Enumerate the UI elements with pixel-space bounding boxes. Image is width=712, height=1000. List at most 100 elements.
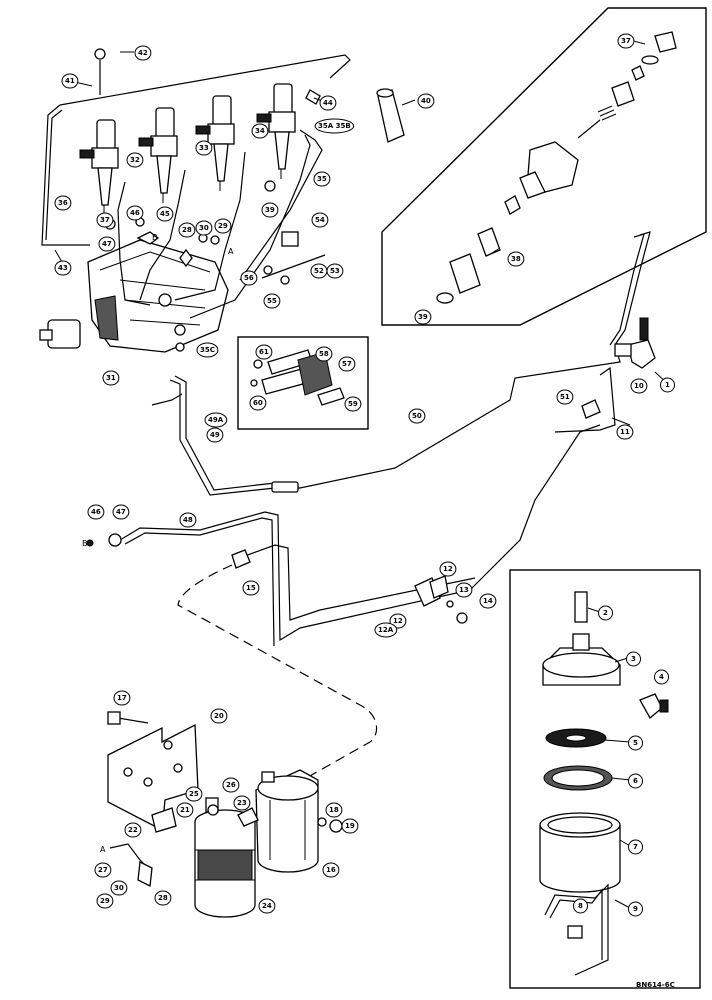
callout-56: 56 bbox=[244, 274, 254, 282]
callout-49: 49 bbox=[210, 431, 220, 439]
callout-6: 6 bbox=[633, 777, 638, 785]
callout-59: 59 bbox=[348, 400, 358, 408]
callout-29a: 29 bbox=[218, 222, 228, 230]
callout-30b: 30 bbox=[114, 884, 124, 892]
callout-circle bbox=[258, 898, 276, 914]
callout-circle bbox=[479, 593, 497, 609]
callout-circle bbox=[178, 222, 196, 238]
callout-37b: 37 bbox=[100, 216, 110, 224]
callout-circle bbox=[185, 786, 203, 802]
callout-circle bbox=[54, 195, 72, 211]
reference-marks: B A B A bbox=[82, 233, 234, 854]
hidden-line-path bbox=[177, 564, 378, 791]
fitting-15 bbox=[231, 549, 251, 569]
high-pressure-lines bbox=[117, 129, 323, 319]
callout-40: 40 bbox=[421, 97, 431, 105]
injector-3 bbox=[195, 95, 235, 191]
pump-drive-shaft bbox=[39, 329, 53, 341]
callout-29b: 29 bbox=[100, 897, 110, 905]
callout-39a: 39 bbox=[265, 206, 275, 214]
callout-circle bbox=[154, 890, 172, 906]
callout-circle bbox=[322, 862, 340, 878]
fuel-line-50 bbox=[169, 344, 621, 496]
leak-off-line bbox=[41, 48, 351, 246]
callout-circle bbox=[616, 424, 634, 440]
callout-circle bbox=[556, 389, 574, 405]
callout-48: 48 bbox=[183, 516, 193, 524]
injector-exploded-parts bbox=[436, 31, 677, 304]
callout-1: 1 bbox=[665, 381, 670, 389]
callout-labels: 42 41 44 40 37 35A 35B 32 33 34 35 39 36… bbox=[54, 33, 675, 917]
callout-circle bbox=[617, 33, 635, 49]
callout-circle bbox=[654, 669, 669, 685]
callout-circle bbox=[414, 309, 432, 325]
callout-circle bbox=[455, 582, 473, 598]
callout-circle bbox=[176, 802, 194, 818]
callout-5: 5 bbox=[633, 739, 638, 747]
callout-15: 15 bbox=[246, 584, 256, 592]
part-4-valve bbox=[639, 693, 663, 720]
callout-35: 35 bbox=[317, 175, 327, 183]
callout-24: 24 bbox=[262, 902, 272, 910]
callout-circle bbox=[313, 171, 331, 187]
leak-off-return-pipe bbox=[41, 104, 90, 246]
callout-circle bbox=[417, 93, 435, 109]
callout-17: 17 bbox=[117, 694, 127, 702]
part-7-bowl bbox=[539, 825, 621, 893]
sediment-bowl-assembly bbox=[539, 591, 669, 976]
callout-circle bbox=[242, 580, 260, 596]
callout-circle bbox=[204, 412, 228, 428]
callout-circle bbox=[98, 236, 116, 252]
mark-a1: A bbox=[228, 247, 234, 256]
callout-58: 58 bbox=[319, 350, 329, 358]
callout-46b: 46 bbox=[91, 508, 101, 516]
injection-pump bbox=[39, 239, 229, 353]
callout-circle bbox=[408, 408, 426, 424]
bracket-detail-parts bbox=[250, 349, 345, 406]
callout-10: 10 bbox=[634, 382, 644, 390]
mark-b2: B bbox=[82, 539, 88, 548]
callout-35ab: 35A 35B bbox=[318, 122, 351, 130]
callout-43: 43 bbox=[58, 264, 68, 272]
callout-circle bbox=[112, 504, 130, 520]
callout-circle bbox=[628, 839, 643, 855]
callout-44: 44 bbox=[323, 99, 333, 107]
callout-circle bbox=[374, 622, 398, 638]
callout-12A: 12A bbox=[378, 626, 394, 634]
line-coupling bbox=[271, 481, 299, 493]
callout-52: 52 bbox=[314, 267, 324, 275]
bracket-detail-panel bbox=[237, 336, 369, 430]
callout-circle bbox=[628, 773, 643, 789]
callout-circle bbox=[210, 708, 228, 724]
mark-b1: B bbox=[152, 233, 158, 242]
callout-circle bbox=[598, 605, 613, 621]
fitting-51 bbox=[581, 399, 601, 419]
callout-circle bbox=[341, 818, 359, 834]
callout-circle bbox=[179, 512, 197, 528]
callout-11: 11 bbox=[620, 428, 630, 436]
callout-38: 38 bbox=[511, 255, 521, 263]
callout-circle bbox=[439, 561, 457, 577]
callout-25: 25 bbox=[189, 790, 199, 798]
callout-circle bbox=[126, 205, 144, 221]
callout-circle bbox=[134, 45, 152, 61]
callout-circle bbox=[628, 901, 643, 917]
callout-33: 33 bbox=[199, 144, 209, 152]
sediment-bowl-inset-panel bbox=[509, 569, 701, 989]
callout-circle bbox=[325, 802, 343, 818]
injector-2 bbox=[138, 107, 178, 203]
callout-27: 27 bbox=[98, 866, 108, 874]
callout-32: 32 bbox=[130, 156, 140, 164]
callout-circle bbox=[110, 880, 128, 896]
callout-circle bbox=[251, 123, 269, 139]
bolt-42-head bbox=[94, 48, 106, 60]
callout-12b: 12 bbox=[393, 617, 403, 625]
callout-23: 23 bbox=[237, 799, 247, 807]
callout-circle bbox=[61, 73, 79, 89]
callout-16: 16 bbox=[326, 866, 336, 874]
callout-18: 18 bbox=[329, 806, 339, 814]
callout-circle bbox=[573, 898, 588, 914]
callout-circle bbox=[311, 212, 329, 228]
callout-28a: 28 bbox=[182, 226, 192, 234]
callout-7: 7 bbox=[633, 843, 638, 851]
